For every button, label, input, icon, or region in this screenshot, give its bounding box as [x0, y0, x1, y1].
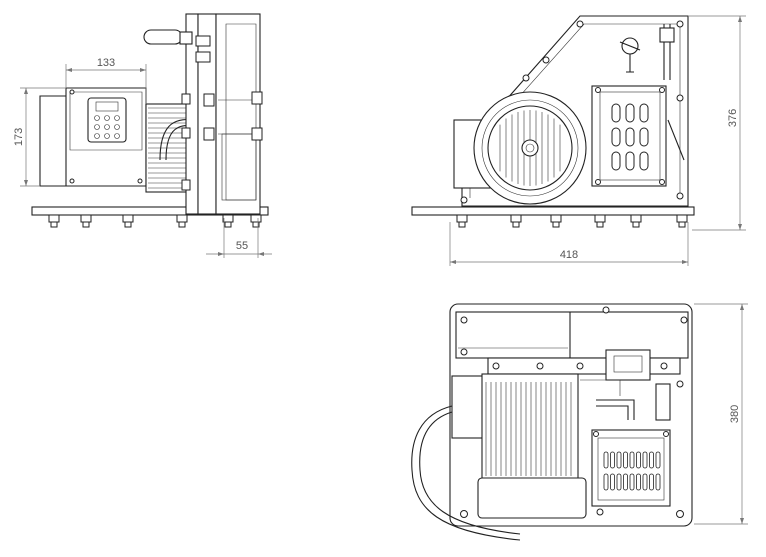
foot-nut: [122, 214, 134, 223]
vent-slot: [629, 451, 635, 469]
foot-pad: [252, 221, 260, 228]
vent-slot: [611, 127, 621, 147]
vent-slot: [611, 103, 621, 123]
foot-nut: [176, 214, 188, 223]
foot-nut: [510, 214, 522, 223]
vent-slot: [655, 451, 661, 469]
vent-slot: [603, 473, 609, 491]
foot-pad: [50, 221, 58, 228]
vent-slot: [625, 103, 635, 123]
front-view: 418 376: [411, 15, 746, 266]
foot-pad: [596, 221, 604, 228]
vent-slot: [629, 473, 635, 491]
vent-slot: [636, 451, 641, 469]
top-view: 380: [411, 303, 748, 541]
vent-slot: [610, 451, 615, 469]
dim-front-height: 376: [727, 109, 739, 127]
vent-slot: [639, 127, 649, 147]
foot-pad: [124, 221, 132, 228]
dim-front-width: 418: [560, 249, 578, 261]
foot-pad: [178, 221, 186, 228]
vent-slot: [623, 451, 628, 469]
foot-nut: [676, 214, 688, 223]
side-view: 133 173 55: [13, 13, 272, 258]
foot-pad: [82, 221, 90, 228]
vent-slot: [616, 473, 622, 491]
vent-slot: [639, 151, 649, 171]
dim-top-depth: 380: [729, 405, 741, 423]
vent-slot: [625, 127, 635, 147]
foot-pad: [632, 221, 640, 228]
foot-nut: [48, 214, 60, 223]
vent-slot: [616, 451, 622, 469]
vent-slot: [655, 473, 661, 491]
vent-slot: [649, 473, 654, 491]
foot-nut: [250, 214, 262, 223]
foot-nut: [630, 214, 642, 223]
foot-nut: [594, 214, 606, 223]
vent-slot: [642, 473, 648, 491]
handle-icon: [143, 29, 183, 45]
foot-nut: [456, 214, 468, 223]
dim-side-height: 173: [13, 128, 25, 146]
vent-slot: [649, 451, 654, 469]
vent-slot: [639, 103, 649, 123]
foot-pad: [552, 221, 560, 228]
foot-pad: [678, 221, 686, 228]
vent-slot: [610, 473, 615, 491]
vent-slot: [603, 451, 609, 469]
foot-pad: [224, 221, 232, 228]
foot-nut: [222, 214, 234, 223]
keypad-icon: [87, 97, 127, 143]
dim-side-width: 133: [97, 57, 115, 69]
dim-side-offset: 55: [236, 240, 248, 252]
foot-pad: [458, 221, 466, 228]
vent-slot: [623, 473, 628, 491]
foot-nut: [80, 214, 92, 223]
vent-slot: [642, 451, 648, 469]
vent-slot: [625, 151, 635, 171]
foot-pad: [512, 221, 520, 228]
vent-slot: [636, 473, 641, 491]
foot-nut: [550, 214, 562, 223]
coupling-icon: [605, 349, 651, 381]
vent-slot: [611, 151, 621, 171]
